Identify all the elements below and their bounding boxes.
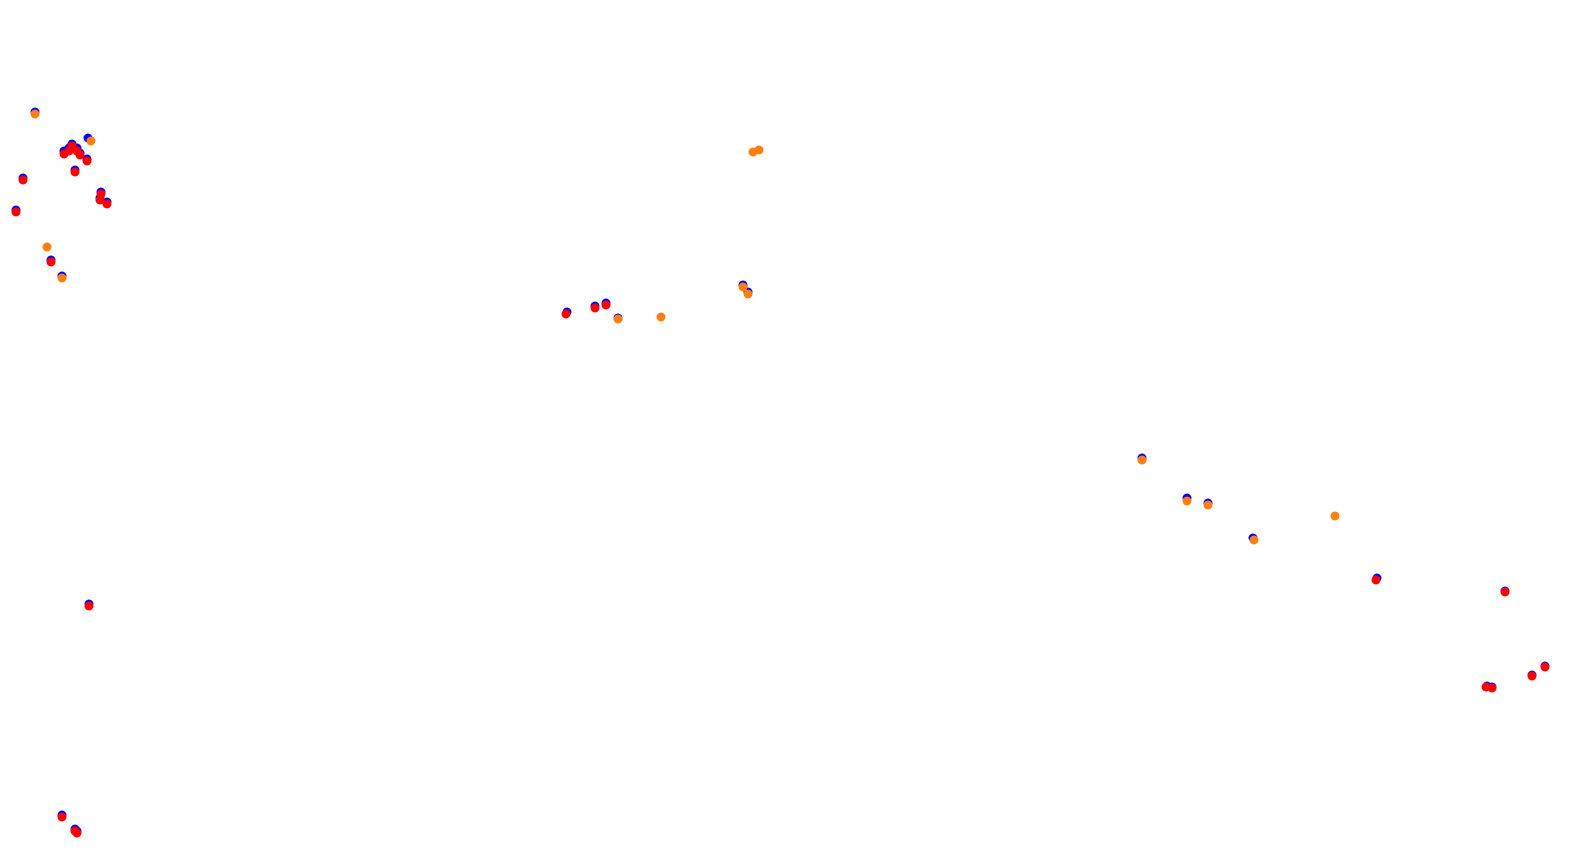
data-point xyxy=(1203,500,1213,510)
data-point xyxy=(96,189,106,199)
data-point xyxy=(102,199,112,209)
data-point xyxy=(70,167,80,177)
series-1 xyxy=(11,141,1550,838)
data-point xyxy=(1182,496,1192,506)
data-point xyxy=(1249,535,1259,545)
data-point xyxy=(656,312,666,322)
data-point xyxy=(561,309,571,319)
data-point xyxy=(84,601,94,611)
series-2 xyxy=(30,109,1340,545)
data-point xyxy=(1487,683,1497,693)
data-point xyxy=(743,289,753,299)
data-point xyxy=(1330,511,1340,521)
data-point xyxy=(42,242,52,252)
data-point xyxy=(46,257,56,267)
data-point xyxy=(1137,455,1147,465)
data-point xyxy=(82,156,92,166)
data-point xyxy=(18,175,28,185)
data-point xyxy=(72,146,82,156)
data-point xyxy=(1540,662,1550,672)
data-point xyxy=(738,282,748,292)
data-point xyxy=(57,812,67,822)
series-0 xyxy=(11,107,1550,836)
data-point xyxy=(1527,671,1537,681)
data-point xyxy=(30,109,40,119)
data-point xyxy=(11,207,21,217)
data-point xyxy=(754,145,764,155)
data-point xyxy=(590,303,600,313)
data-point xyxy=(1500,587,1510,597)
data-point xyxy=(613,314,623,324)
data-point xyxy=(1371,575,1381,585)
data-point xyxy=(70,826,80,836)
data-point xyxy=(57,273,67,283)
data-point xyxy=(86,136,96,146)
data-point xyxy=(601,300,611,310)
